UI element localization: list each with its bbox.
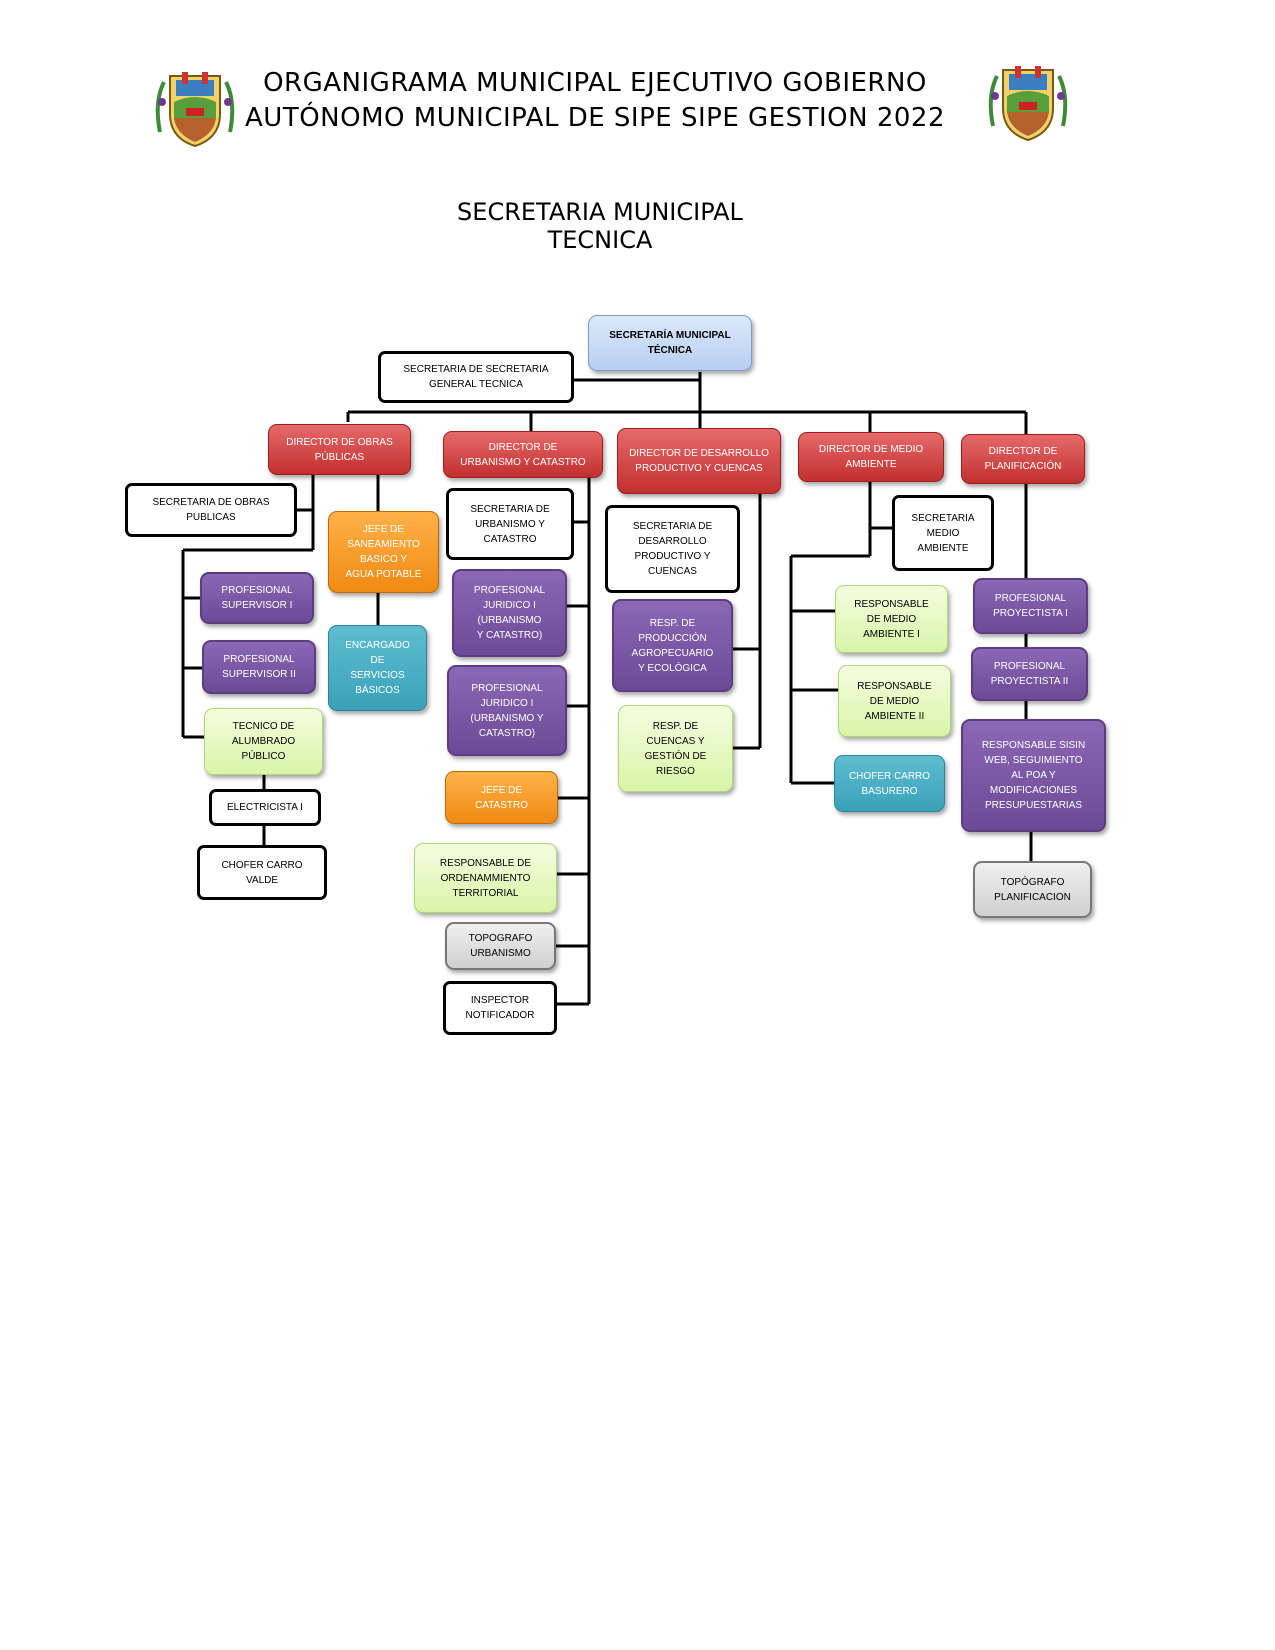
title-line-1: ORGANIGRAMA MUNICIPAL EJECUTIVO GOBIERNO — [263, 68, 927, 98]
municipal-coat-of-arms-left — [155, 72, 235, 148]
node-secretaria-obras-publicas: SECRETARIA DE OBRAS PUBLICAS — [125, 483, 297, 537]
node-director-medio-ambiente: DIRECTOR DE MEDIO AMBIENTE — [798, 432, 944, 482]
node-encargado-servicios-basicos: ENCARGADO DE SERVICIOS BÁSICOS — [328, 625, 427, 711]
node-profesional-proyectista-2: PROFESIONAL PROYECTISTA II — [971, 647, 1088, 701]
section-subtitle: SECRETARIA MUNICIPAL TECNICA — [430, 198, 770, 254]
node-secretaria-municipal-tecnica: SECRETARÍA MUNICIPAL TÉCNICA — [588, 315, 752, 371]
node-jefe-catastro: JEFE DE CATASTRO — [445, 771, 558, 824]
node-responsable-medio-ambiente-1: RESPONSABLE DE MEDIO AMBIENTE I — [835, 585, 948, 653]
node-inspector-notificador: INSPECTOR NOTIFICADOR — [443, 981, 557, 1035]
node-secretaria-general-tecnica: SECRETARIA DE SECRETARIA GENERAL TECNICA — [378, 351, 574, 403]
node-topografo-planificacion: TOPÓGRAFO PLANIFICACION — [973, 861, 1092, 918]
node-profesional-juridico-1b: PROFESIONAL JURIDICO I (URBANISMO Y CATA… — [447, 665, 567, 756]
node-director-desarrollo-productivo: DIRECTOR DE DESARROLLO PRODUCTIVO Y CUEN… — [617, 428, 781, 494]
node-secretaria-medio-ambiente: SECRETARIA MEDIO AMBIENTE — [892, 495, 994, 571]
node-director-planificacion: DIRECTOR DE PLANIFICACIÓN — [961, 434, 1085, 484]
document-title: ORGANIGRAMA MUNICIPAL EJECUTIVO GOBIERNO… — [240, 66, 950, 136]
node-profesional-supervisor-1: PROFESIONAL SUPERVISOR I — [200, 572, 314, 624]
node-director-urbanismo-catastro: DIRECTOR DE URBANISMO Y CATASTRO — [443, 431, 603, 478]
node-topografo-urbanismo: TOPOGRAFO URBANISMO — [445, 922, 556, 970]
node-profesional-proyectista-1: PROFESIONAL PROYECTISTA I — [973, 578, 1088, 634]
node-secretaria-desarrollo-productivo: SECRETARIA DE DESARROLLO PRODUCTIVO Y CU… — [605, 505, 740, 593]
node-jefe-saneamiento-basico: JEFE DE SANEAMIENTO BASICO Y AGUA POTABL… — [328, 511, 439, 593]
node-chofer-carro-valde: CHOFER CARRO VALDE — [197, 845, 327, 900]
subtitle-line-1: SECRETARIA MUNICIPAL — [457, 198, 743, 226]
node-responsable-sisin-web: RESPONSABLE SISIN WEB, SEGUIMIENTO AL PO… — [961, 719, 1106, 832]
node-resp-cuencas-gestion-riesgo: RESP. DE CUENCAS Y GESTIÓN DE RIESGO — [618, 705, 733, 792]
node-profesional-juridico-1a: PROFESIONAL JURIDICO I (URBANISMO Y CATA… — [452, 569, 567, 657]
subtitle-line-2: TECNICA — [547, 226, 653, 254]
node-responsable-ordenamiento-territorial: RESPONSABLE DE ORDENAMMIENTO TERRITORIAL — [414, 843, 557, 913]
node-secretaria-urbanismo-catastro: SECRETARIA DE URBANISMO Y CATASTRO — [446, 488, 574, 560]
node-profesional-supervisor-2: PROFESIONAL SUPERVISOR II — [202, 640, 316, 694]
node-resp-produccion-agropecuario: RESP. DE PRODUCCIÓN AGROPECUARIO Y ECOLÓ… — [612, 599, 733, 692]
node-chofer-carro-basurero: CHOFER CARRO BASURERO — [834, 755, 945, 812]
municipal-coat-of-arms-right — [988, 66, 1068, 142]
node-tecnico-alumbrado-publico: TECNICO DE ALUMBRADO PÚBLICO — [204, 708, 323, 775]
node-responsable-medio-ambiente-2: RESPONSABLE DE MEDIO AMBIENTE II — [838, 665, 951, 737]
title-line-2: AUTÓNOMO MUNICIPAL DE SIPE SIPE GESTION … — [245, 103, 945, 133]
node-director-obras-publicas: DIRECTOR DE OBRAS PÚBLICAS — [268, 424, 411, 475]
node-electricista-1: ELECTRICISTA I — [209, 789, 321, 826]
